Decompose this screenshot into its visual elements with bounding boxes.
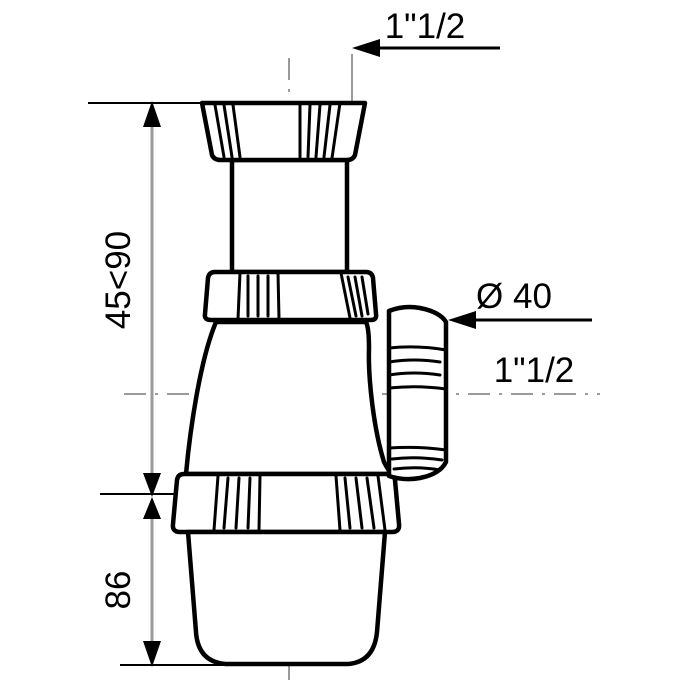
mid-nut-rib-group-edge-right — [276, 271, 281, 321]
top-nut-rib-right-2 — [306, 103, 312, 159]
leader-outlet — [448, 311, 592, 329]
trap-body — [183, 319, 395, 477]
label-outlet-thread-size: 1"1/2 — [494, 351, 575, 390]
outlet-cap-rib-u-1 — [387, 358, 442, 364]
outlet-cap-rib-l-2 — [392, 466, 442, 472]
outlet-cap-rib-u-2 — [387, 371, 442, 377]
grip-rib-details — [212, 101, 448, 532]
top-nut-rib-left-3 — [231, 103, 242, 159]
outlet-cap — [386, 304, 449, 482]
label-top-inlet-size: 1"1/2 — [385, 7, 466, 46]
bowl-nut-rib-l-3 — [246, 476, 252, 530]
outlet-cap-band-lower-top — [387, 445, 448, 452]
mid-nut-rib-r-2 — [353, 275, 364, 318]
bowl-nut-rib-r-3 — [365, 476, 376, 530]
leader-arrowhead-top-inlet — [352, 39, 380, 57]
mid-nut-rib-group-edge-left — [236, 271, 242, 321]
arrowhead-up-mid — [143, 497, 161, 519]
bowl-nut-rib-l-2 — [234, 476, 241, 530]
inlet-riser-pipe — [229, 157, 350, 275]
dimension-labels: 1"1/2 Ø 40 1"1/2 45<90 86 — [99, 7, 574, 609]
extension-lines — [88, 102, 232, 666]
top-nut-rib-left-1 — [213, 103, 226, 159]
top-nut-rib-right-4 — [322, 103, 332, 159]
bowl-nut-rib-r-edge-b — [376, 474, 387, 532]
mid-nut-rib-r-3 — [360, 275, 370, 316]
bowl-nut-rib-l-edge-b — [257, 474, 262, 532]
bowl-nut-rib-l-edge-a — [212, 474, 220, 532]
bowl-compression-nut — [170, 471, 402, 535]
bowl-nut-rib-r-1 — [343, 476, 352, 530]
arrowhead-down-mid — [143, 473, 161, 497]
top-nut-rib-right-3 — [314, 103, 322, 159]
arrowhead-down-bottom — [143, 641, 161, 667]
product-outline — [170, 100, 449, 667]
label-height-range: 45<90 — [99, 231, 138, 329]
leader-arrowhead-outlet — [448, 311, 476, 329]
top-nut-rib-left-2 — [222, 103, 234, 159]
mid-nut-rib-r-edge — [339, 271, 352, 320]
label-bowl-depth: 86 — [99, 571, 138, 610]
bowl-nut-rib-r-edge-a — [334, 474, 342, 532]
bowl-nut-rib-l-1 — [222, 476, 230, 530]
bowl-nut-rib-r-2 — [354, 476, 364, 530]
arrowhead-up-top — [143, 101, 161, 127]
outlet-cap-band-upper-bottom — [387, 385, 448, 391]
label-outlet-diameter: Ø 40 — [476, 277, 552, 316]
mid-nut-rib-r-1 — [346, 275, 358, 318]
dimension-arrowheads — [143, 101, 161, 667]
leader-top-inlet — [351, 39, 500, 160]
top-nut-rib-right-edge — [330, 101, 342, 160]
trap-bowl-cup — [185, 529, 388, 667]
outlet-cap-rib-l-1 — [390, 456, 444, 462]
outlet-cap-band-upper-top — [387, 345, 448, 352]
